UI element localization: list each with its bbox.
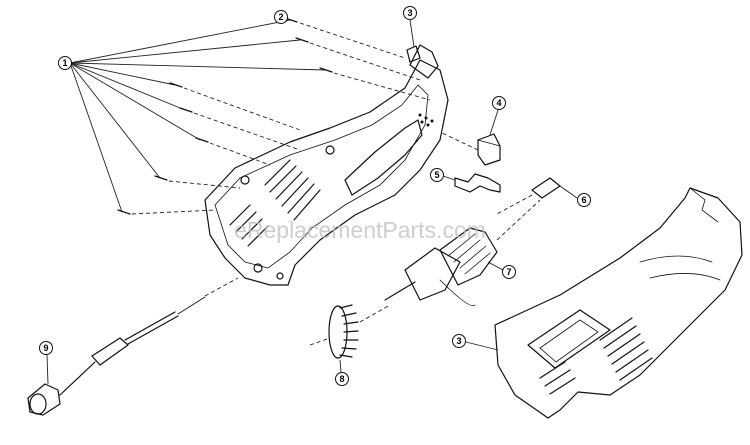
callout-9: 9 — [39, 341, 53, 355]
switch-contacts — [418, 113, 434, 127]
callout-4-label: 4 — [496, 98, 501, 108]
right-housing-vents — [539, 317, 653, 395]
callout-1-label: 1 — [62, 58, 67, 68]
screw — [295, 37, 421, 81]
callout-9-label: 9 — [43, 343, 48, 353]
part-4-switch — [439, 109, 501, 166]
callout-7: 7 — [502, 265, 516, 279]
callout-7-label: 7 — [506, 267, 511, 277]
part-3-clip — [406, 19, 421, 63]
right-housing — [465, 187, 743, 419]
screw — [169, 82, 301, 131]
screws — [117, 17, 431, 215]
part-9-flex-shaft — [27, 277, 239, 416]
callout-2: 2 — [274, 10, 288, 24]
screw — [284, 17, 406, 59]
callout-3-top: 3 — [403, 6, 417, 20]
callout-1: 1 — [58, 56, 72, 70]
screw — [179, 107, 301, 151]
callout-6-label: 6 — [581, 195, 586, 205]
screw — [319, 67, 431, 101]
callout-3-bottom: 3 — [452, 334, 466, 348]
part-5-bracket — [442, 173, 501, 193]
part-7-armature — [384, 199, 541, 307]
callout-6: 6 — [577, 193, 591, 207]
callout-4: 4 — [492, 96, 506, 110]
callout-2-label: 2 — [278, 12, 283, 22]
callout-3-top-label: 3 — [407, 8, 412, 18]
vent-ribs — [229, 159, 321, 247]
screw — [195, 137, 271, 166]
callouts: 1 2 3 3 4 5 6 7 — [39, 6, 591, 386]
screw — [154, 175, 241, 189]
left-housing — [204, 44, 449, 286]
fan-blades — [339, 304, 359, 358]
part-8-fan — [309, 304, 391, 373]
part-6-brush — [494, 177, 578, 216]
callout-8: 8 — [335, 372, 349, 386]
callout-8-label: 8 — [339, 374, 344, 384]
callout-1-leaders — [69, 19, 326, 213]
callout-5: 5 — [430, 168, 444, 182]
callout-5-label: 5 — [434, 170, 439, 180]
watermark: eReplacementParts.com — [234, 217, 486, 243]
callout-3-bottom-label: 3 — [456, 336, 461, 346]
screw — [117, 209, 216, 215]
